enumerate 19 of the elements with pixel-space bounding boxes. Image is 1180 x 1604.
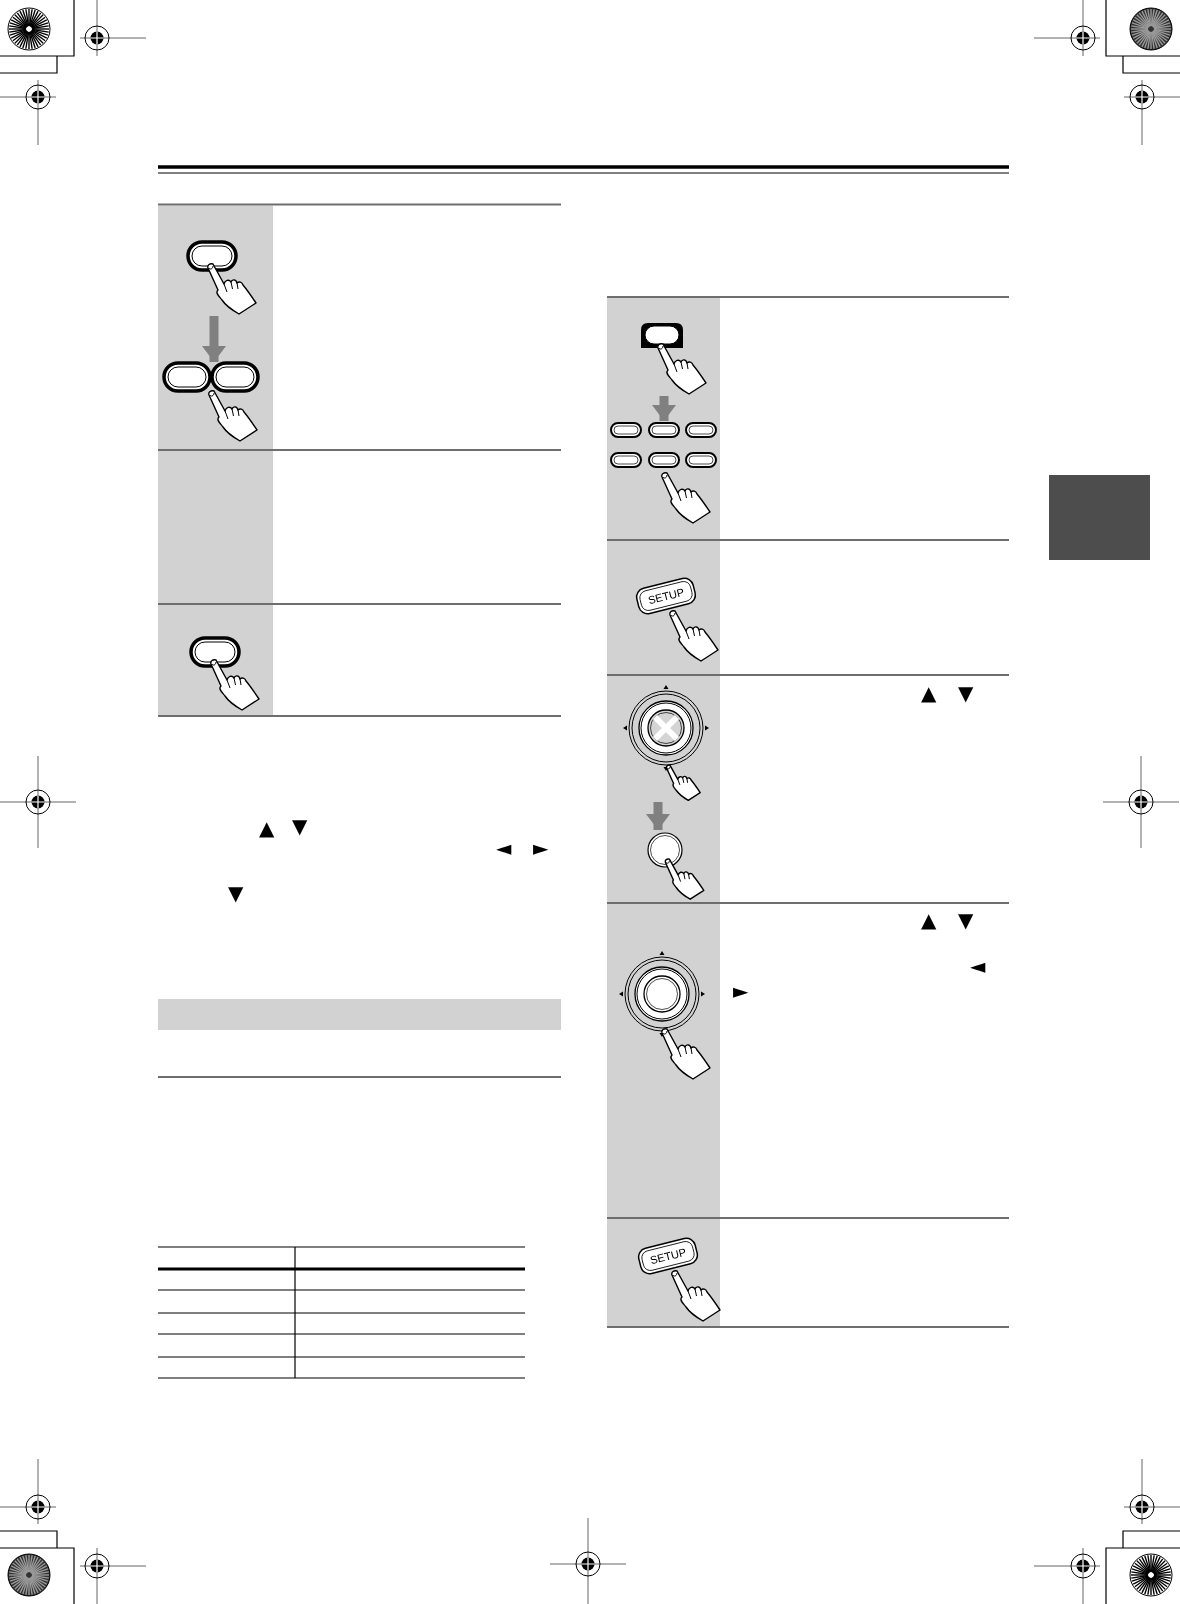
- arrow: [202, 316, 226, 362]
- arrow-symbol: ►: [533, 838, 549, 858]
- arrow-symbol: ◄: [970, 956, 986, 976]
- arrow-symbol: ▲: [921, 683, 937, 703]
- arrow: [652, 396, 676, 421]
- arrow-symbol: ▼: [958, 910, 974, 930]
- button-label: SETUP: [648, 1245, 688, 1267]
- section-tab: [1049, 475, 1150, 560]
- arrow: [646, 802, 670, 830]
- heading-bar: [158, 999, 561, 1030]
- button-label: SETUP: [646, 585, 686, 607]
- arrow-symbol: ▼: [958, 683, 974, 703]
- arrow-symbol: ◄: [496, 838, 512, 858]
- arrow-symbol: ▲: [259, 818, 275, 838]
- arrow-symbol: ▼: [292, 816, 308, 836]
- arrow-symbol: ▼: [228, 883, 244, 903]
- button-grid-press-illustration: [609, 421, 719, 527]
- arrow-symbol: ▲: [921, 910, 937, 930]
- arrow-symbol: ►: [733, 981, 749, 1001]
